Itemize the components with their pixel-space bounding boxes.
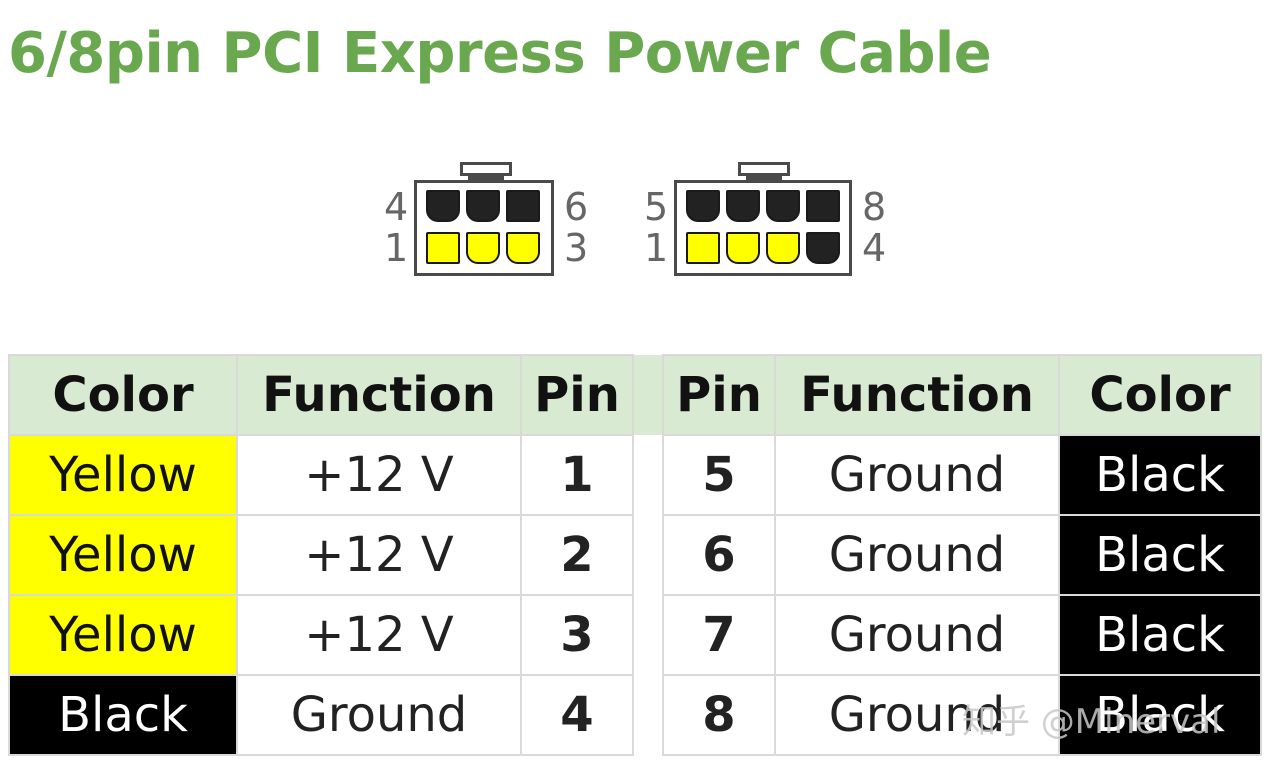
cell-function-right: Ground xyxy=(774,514,1060,596)
connector-8pin-top-pin xyxy=(766,190,800,222)
connector-6pin-diagram: 4 6 1 3 xyxy=(380,160,600,280)
cell-color-right: Black xyxy=(1058,514,1262,596)
connector-8pin-top-pin xyxy=(726,190,760,222)
connector-6pin-top-pin xyxy=(426,190,460,222)
connector-8pin-top-pin xyxy=(806,190,840,222)
cell-color-left: Yellow xyxy=(8,434,238,516)
header-color-right: Color xyxy=(1058,354,1262,436)
cell-separator xyxy=(632,515,664,595)
connector-6pin-label-bottom-right: 3 xyxy=(564,226,589,270)
cell-function-left: Ground xyxy=(236,674,522,756)
cell-separator xyxy=(632,435,664,515)
connector-6pin-latch-base xyxy=(468,176,504,182)
header-function-right: Function xyxy=(774,354,1060,436)
connector-8pin-latch xyxy=(738,162,790,176)
cell-pin-left: 4 xyxy=(520,674,634,756)
connector-8pin-bottom-pin xyxy=(766,232,800,264)
cell-color-right: Black xyxy=(1058,674,1262,756)
connector-8pin-bottom-pin xyxy=(686,232,720,264)
connector-8pin-label-bottom-left: 1 xyxy=(644,226,669,270)
cell-color-right: Black xyxy=(1058,434,1262,516)
cell-pin-right: 5 xyxy=(662,434,776,516)
cell-function-right: Ground xyxy=(774,674,1060,756)
watermark: 知乎 @Minerval xyxy=(962,702,1221,742)
cell-function-left: +12 V xyxy=(236,434,522,516)
cell-color-right: Black xyxy=(1058,594,1262,676)
header-pin-left: Pin xyxy=(520,354,634,436)
pinout-table: Color Function Pin Pin Function Color Ye… xyxy=(8,354,1262,756)
connector-6pin-label-bottom-left: 1 xyxy=(384,226,409,270)
connector-8pin-label-bottom-right: 4 xyxy=(862,226,887,270)
connector-8pin-bottom-pin xyxy=(806,232,840,264)
connector-6pin-bottom-pin xyxy=(466,232,500,264)
cell-function-left: +12 V xyxy=(236,514,522,596)
connector-8pin-diagram: 5 8 1 4 xyxy=(640,160,900,280)
connector-6pin-top-pin xyxy=(466,190,500,222)
page-title: 6/8pin PCI Express Power Cable xyxy=(8,21,992,86)
cell-pin-left: 1 xyxy=(520,434,634,516)
connector-8pin-latch-base xyxy=(746,176,782,182)
cell-pin-left: 3 xyxy=(520,594,634,676)
table-header-row: Color Function Pin Pin Function Color xyxy=(8,354,1262,436)
header-color-left: Color xyxy=(8,354,238,436)
cell-function-left: +12 V xyxy=(236,594,522,676)
cell-color-left: Yellow xyxy=(8,514,238,596)
cell-pin-right: 8 xyxy=(662,674,776,756)
connector-6pin-label-top-right: 6 xyxy=(564,185,589,229)
connector-8pin-top-pin xyxy=(686,190,720,222)
cell-pin-left: 2 xyxy=(520,514,634,596)
cell-separator xyxy=(632,675,664,755)
connector-6pin-bottom-pin xyxy=(506,232,540,264)
connector-8pin-bottom-pin xyxy=(726,232,760,264)
cell-pin-right: 7 xyxy=(662,594,776,676)
header-pin-right: Pin xyxy=(662,354,776,436)
connector-6pin-latch xyxy=(460,162,512,176)
cell-function-right: Ground xyxy=(774,594,1060,676)
connector-6pin-label-top-left: 4 xyxy=(384,185,409,229)
header-function-left: Function xyxy=(236,354,522,436)
connector-6pin-top-pin xyxy=(506,190,540,222)
connector-6pin-bottom-pin xyxy=(426,232,460,264)
connector-8pin-label-top-right: 8 xyxy=(862,185,887,229)
cell-function-right: Ground xyxy=(774,434,1060,516)
header-separator xyxy=(632,355,664,435)
connector-8pin-label-top-left: 5 xyxy=(644,185,669,229)
cell-separator xyxy=(632,595,664,675)
cell-color-left: Black xyxy=(8,674,238,756)
cell-color-left: Yellow xyxy=(8,594,238,676)
cell-pin-right: 6 xyxy=(662,514,776,596)
